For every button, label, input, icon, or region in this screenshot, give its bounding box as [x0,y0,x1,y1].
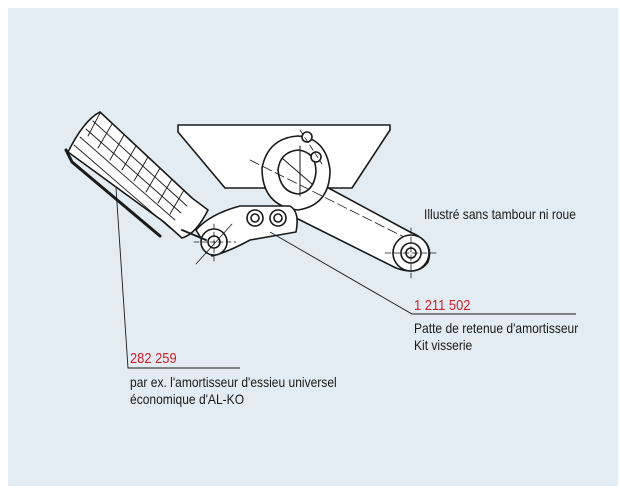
hub-bolt-2 [310,151,322,163]
diagram-panel [8,8,618,486]
bracket-bolt-2 [269,209,287,227]
shock-rod [181,229,207,241]
bracket-kit-label: Kit visserie [414,337,473,353]
bracket-bolt-1 [246,209,264,227]
hub-bolt-1 [301,131,313,143]
shock-description-2: économique d'AL-KO [130,391,245,407]
leader-bracket [269,231,576,315]
illustration-note: Illustré sans tambour ni roue [424,206,576,222]
shock-description: par ex. l'amortisseur d'essieu universel [130,374,337,390]
bracket-description: Patte de retenue d'amortisseur [414,320,579,336]
shock-part-number: 282 259 [130,350,177,367]
leader-shock [115,187,240,369]
bracket-part-number: 1 211 502 [414,297,471,314]
shock-absorber-body [64,111,209,239]
